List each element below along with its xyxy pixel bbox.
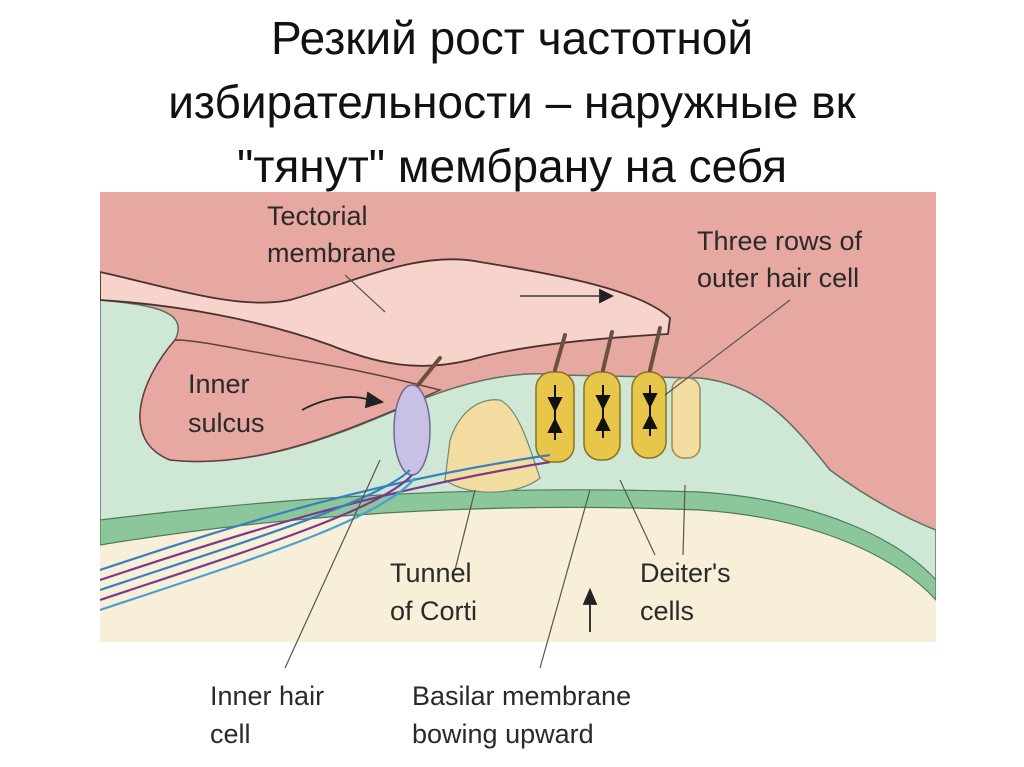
label-tunnel-1: Tunnel <box>390 558 472 588</box>
slide-title: Резкий рост частотной избирательности – … <box>0 6 1024 198</box>
hair-cell-arrows <box>547 385 658 440</box>
label-basilar-2: bowing upward <box>412 719 594 749</box>
annotation-arrows <box>301 288 615 632</box>
label-deiters-2: cells <box>640 596 694 626</box>
label-inner-sulcus-1: Inner <box>188 369 250 399</box>
title-line-3: "тянут" мембрану на себя <box>237 140 787 192</box>
label-tectorial-membrane-1: Tectorial <box>267 201 368 231</box>
label-deiters-1: Deiter's <box>640 558 731 588</box>
label-inner-sulcus-2: sulcus <box>188 408 265 438</box>
stereocilia <box>416 326 662 387</box>
basilar-membrane <box>100 489 936 601</box>
title-line-1: Резкий рост частотной <box>270 12 754 64</box>
inner-hair-cell <box>393 384 431 476</box>
label-basilar-1: Basilar membrane <box>412 681 631 711</box>
leader-lines <box>344 274 791 571</box>
outside-leader-lines <box>284 459 591 669</box>
title-line-2: избирательности – наружные вк <box>168 76 856 128</box>
nerve-fibers <box>100 453 551 612</box>
label-three-rows-2: outer hair cell <box>697 263 859 293</box>
label-inner-hair-cell-2: cell <box>210 719 251 749</box>
tectorial-membrane <box>100 258 671 367</box>
scala-tympani <box>100 506 936 642</box>
label-inner-hair-cell-1: Inner hair <box>210 681 324 711</box>
outer-hair-cells <box>535 371 701 463</box>
label-three-rows-1: Three rows of <box>697 226 863 256</box>
label-tectorial-membrane-2: membrane <box>267 238 396 268</box>
label-tunnel-2: of Corti <box>390 596 477 626</box>
